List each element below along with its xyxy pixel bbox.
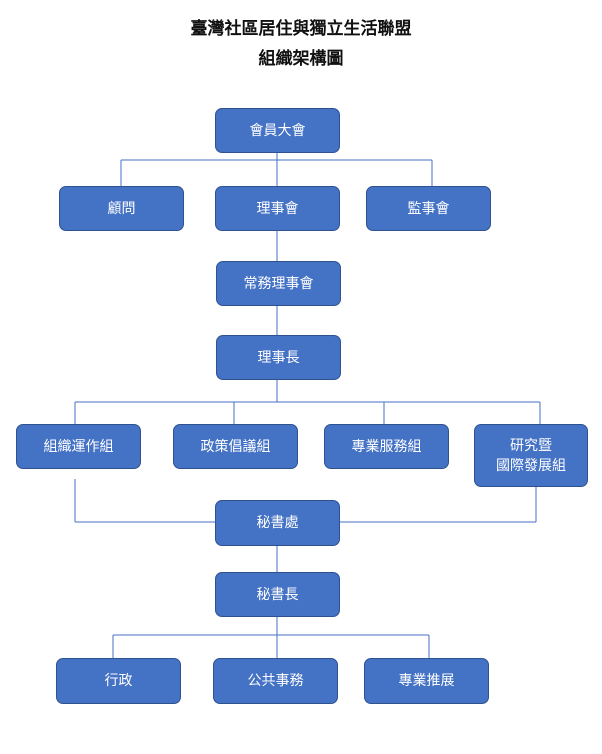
advisor-node: 顧問: [59, 186, 184, 231]
public-affairs-node: 公共事務: [213, 658, 338, 704]
standing-board-node: 常務理事會: [216, 261, 341, 306]
professional-services-node: 專業服務組: [324, 424, 449, 469]
general-assembly-node: 會員大會: [215, 108, 340, 153]
supervisors-node: 監事會: [366, 186, 491, 231]
policy-advocacy-node: 政策倡議組: [173, 424, 298, 469]
secretary-general-node: 秘書長: [215, 572, 340, 617]
diagram-subtitle: 組織架構圖: [258, 49, 344, 69]
research-intl-label-line2: 國際發展組: [496, 457, 566, 474]
research-intl-label-line1: 研究暨: [510, 437, 552, 454]
board-node: 理事會: [215, 186, 340, 231]
diagram-title: 臺灣社區居住與獨立生活聯盟: [190, 19, 412, 39]
org-operations-node: 組織運作組: [16, 424, 141, 469]
research-intl-node: 研究暨 國際發展組: [474, 424, 588, 487]
chairperson-node: 理事長: [216, 335, 341, 380]
professional-promotion-node: 專業推展: [364, 658, 489, 704]
secretariat-node: 秘書處: [215, 500, 340, 546]
administration-node: 行政: [56, 658, 181, 704]
